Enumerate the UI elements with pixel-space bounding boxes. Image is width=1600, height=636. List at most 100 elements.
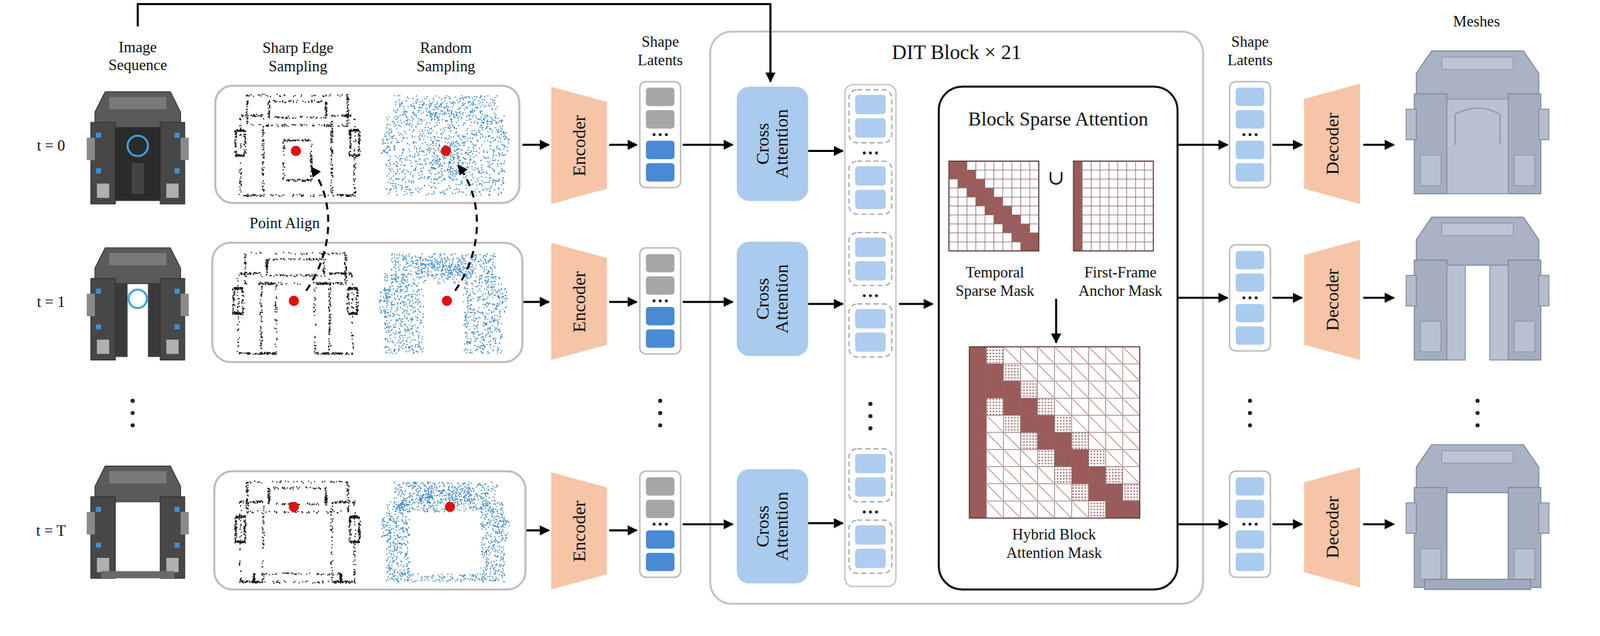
random-points [380, 94, 510, 196]
mask-cell [1082, 188, 1092, 198]
mask-cell [1122, 398, 1140, 416]
mask-cell [1020, 215, 1031, 225]
vertical-ellipsis [868, 401, 873, 431]
mask-cell [969, 398, 987, 416]
sampling-panel [212, 243, 523, 363]
mask-cell [984, 206, 994, 216]
mask-diagonal [987, 467, 1003, 484]
mask-diagonal [1089, 347, 1105, 364]
condition-line [137, 4, 771, 82]
mask-cell [1003, 179, 1013, 189]
mask-cell [984, 224, 994, 234]
mask-diagonal [1021, 484, 1037, 501]
flow-arrow [1272, 523, 1303, 526]
mask-diagonal [1106, 382, 1122, 398]
mask-cell [986, 500, 1004, 519]
vertical-ellipsis [658, 398, 663, 428]
mask-cell [976, 215, 986, 225]
block-label: Encoder [569, 500, 589, 562]
mask-cell [1144, 241, 1154, 252]
mask-cell [1003, 500, 1021, 519]
mask-cell [1091, 224, 1100, 234]
mask-cell [1135, 224, 1144, 234]
mask-cell [1003, 241, 1013, 252]
mask-cell [1082, 196, 1092, 207]
mask-cell [1105, 484, 1124, 502]
mask-cell [993, 233, 1004, 243]
mask-cell [1108, 170, 1118, 180]
mask-cell [1073, 170, 1082, 180]
mask-diagonal [1072, 416, 1088, 432]
cross-attention-box: Cross Attention [736, 469, 808, 584]
mask-cell [984, 233, 994, 243]
mask-cell [1020, 449, 1038, 468]
mask-cell [1082, 206, 1092, 216]
mask-cell [1054, 398, 1072, 416]
mask-cell [984, 215, 994, 225]
mask-cell [1108, 196, 1118, 207]
ellipsis [862, 294, 879, 298]
mask-cell [958, 188, 968, 198]
mask-cell [958, 161, 968, 171]
mask-diagonal [1055, 347, 1071, 364]
mask-diagonal [987, 433, 1003, 450]
mask-cell [1126, 179, 1136, 189]
mask-diagonal [1055, 399, 1071, 415]
mask-cell [976, 224, 986, 234]
sharp-edge-points [234, 93, 362, 197]
anchor-point [444, 502, 456, 513]
mask-diagonal [987, 484, 1003, 501]
mesh-door [1489, 265, 1509, 360]
mask-cell [1029, 161, 1039, 171]
anchor-point [441, 296, 453, 307]
flow-arrow [1272, 297, 1303, 300]
anchor-point [440, 145, 452, 157]
mask-diagonal [1123, 399, 1139, 415]
encoder-block: Encoder [550, 243, 607, 361]
mask-cell [976, 206, 986, 216]
mask-cell [1054, 449, 1072, 468]
flow-arrow [808, 150, 843, 152]
panel-heading: Random Sampling [400, 38, 492, 76]
mask-cell [969, 432, 987, 450]
mask-cell [1082, 179, 1092, 189]
mask-cell [1118, 224, 1127, 234]
decoder-block: Decoder [1304, 240, 1360, 361]
mask-cell [1003, 224, 1013, 234]
mask-cell [1073, 161, 1082, 171]
mask-diagonal [1055, 484, 1071, 501]
mask-diagonal [1004, 467, 1020, 484]
mask-diagonal [1055, 382, 1071, 398]
mask-cell [1105, 380, 1124, 399]
mask-cell [986, 449, 1004, 468]
mask-diagonal [1055, 364, 1071, 381]
mask-cell [1105, 364, 1124, 382]
mask-cell [1144, 161, 1154, 171]
mask-cell [1135, 215, 1144, 225]
mask-cell [1020, 179, 1031, 189]
mask-diagonal [1106, 433, 1122, 450]
mask-diagonal [1004, 502, 1020, 518]
mask-cell [1020, 170, 1031, 180]
latent-stack [1229, 81, 1271, 188]
mask-diagonal [1089, 364, 1105, 381]
mask-caption: Temporal Sparse Mask [947, 263, 1042, 301]
flow-arrow [1055, 299, 1058, 343]
mask-cell [1100, 233, 1109, 243]
mask-cell [1118, 161, 1127, 171]
mask-cell [1003, 215, 1013, 225]
mask-diagonal [1089, 433, 1105, 450]
block-label: Encoder [569, 270, 589, 332]
mask-cell [969, 484, 987, 502]
mask-cell [1100, 241, 1109, 252]
gate-door-detail [131, 163, 144, 194]
latent-stack [1229, 471, 1271, 578]
flow-arrow [1363, 523, 1394, 526]
mask-cell [1122, 432, 1140, 450]
mask-cell [1029, 233, 1039, 243]
mask-cell [966, 241, 976, 252]
token-group [849, 449, 893, 503]
mask-cell [1020, 188, 1031, 198]
mask-cell [1020, 206, 1031, 216]
mask-diagonal [1021, 364, 1037, 381]
